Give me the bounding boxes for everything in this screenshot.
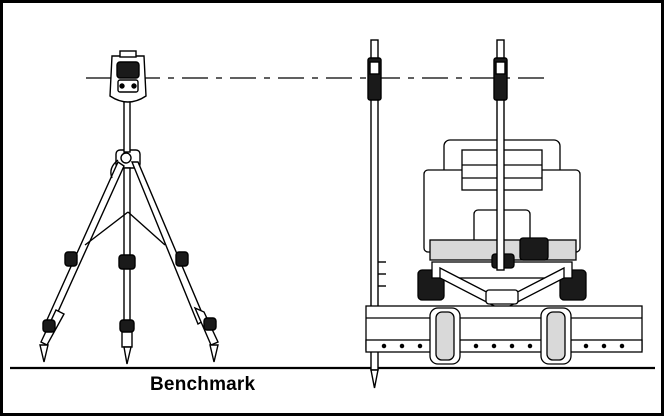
laser-transmitter [109,50,147,153]
benchmark-caption: Benchmark [150,374,256,395]
tripod [39,149,219,365]
grader-attachment [365,253,643,365]
grade-rod-benchmark [367,39,386,389]
grade-rod-machine [493,39,508,271]
